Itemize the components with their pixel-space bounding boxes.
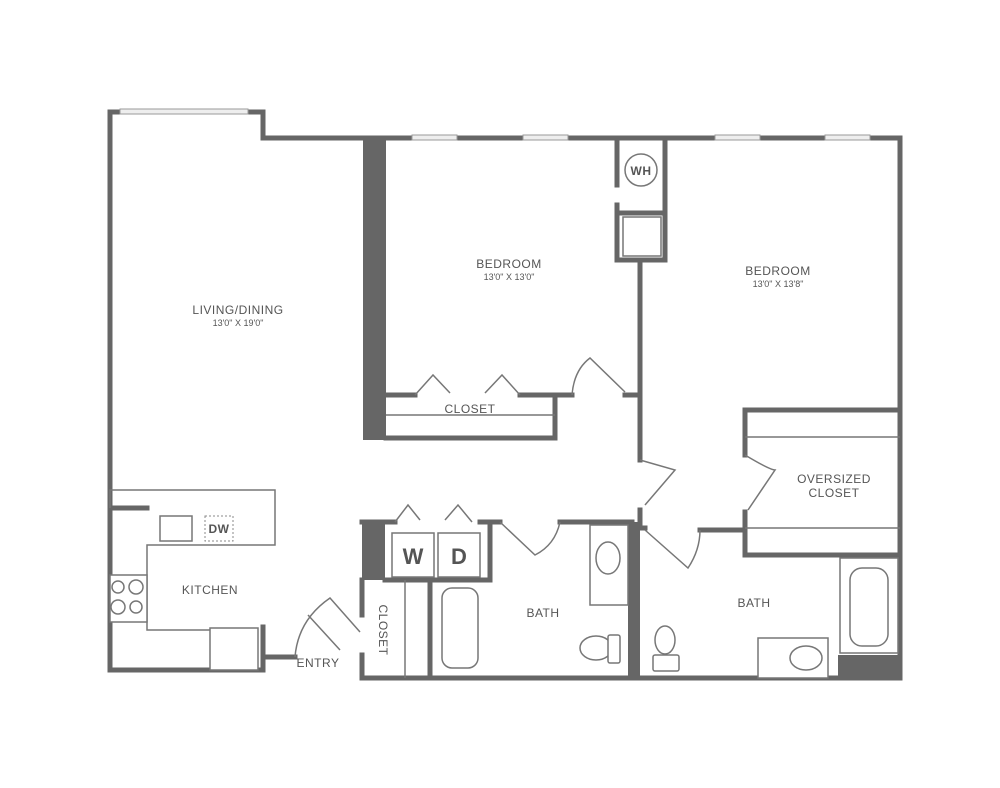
washer-label: W <box>403 544 424 569</box>
entry-label: ENTRY <box>297 656 340 670</box>
dryer-label: D <box>451 544 467 569</box>
kitchen-label: KITCHEN <box>182 583 238 597</box>
living-dining-label: LIVING/DINING <box>192 303 283 317</box>
bedroom1-dims: 13'0" X 13'0" <box>484 272 535 282</box>
bedroom2-dims: 13'0" X 13'8" <box>753 279 804 289</box>
oversized-closet-label-2: CLOSET <box>808 486 859 500</box>
oversized-closet-label-1: OVERSIZED <box>797 472 871 486</box>
fixture-lines <box>109 153 900 679</box>
bath1-label: BATH <box>526 606 559 620</box>
living-dining-dims: 13'0" X 19'0" <box>213 318 264 328</box>
dishwasher-label: DW <box>209 522 230 536</box>
bath2-label: BATH <box>737 596 770 610</box>
doors <box>294 357 777 658</box>
windows <box>119 108 871 141</box>
walls <box>107 109 903 681</box>
bedroom2-label: BEDROOM <box>745 264 811 278</box>
closet-label: CLOSET <box>444 402 495 416</box>
bedroom1-label: BEDROOM <box>476 257 542 271</box>
water-heater-label: WH <box>631 164 652 178</box>
entry-closet-label: CLOSET <box>376 604 390 655</box>
